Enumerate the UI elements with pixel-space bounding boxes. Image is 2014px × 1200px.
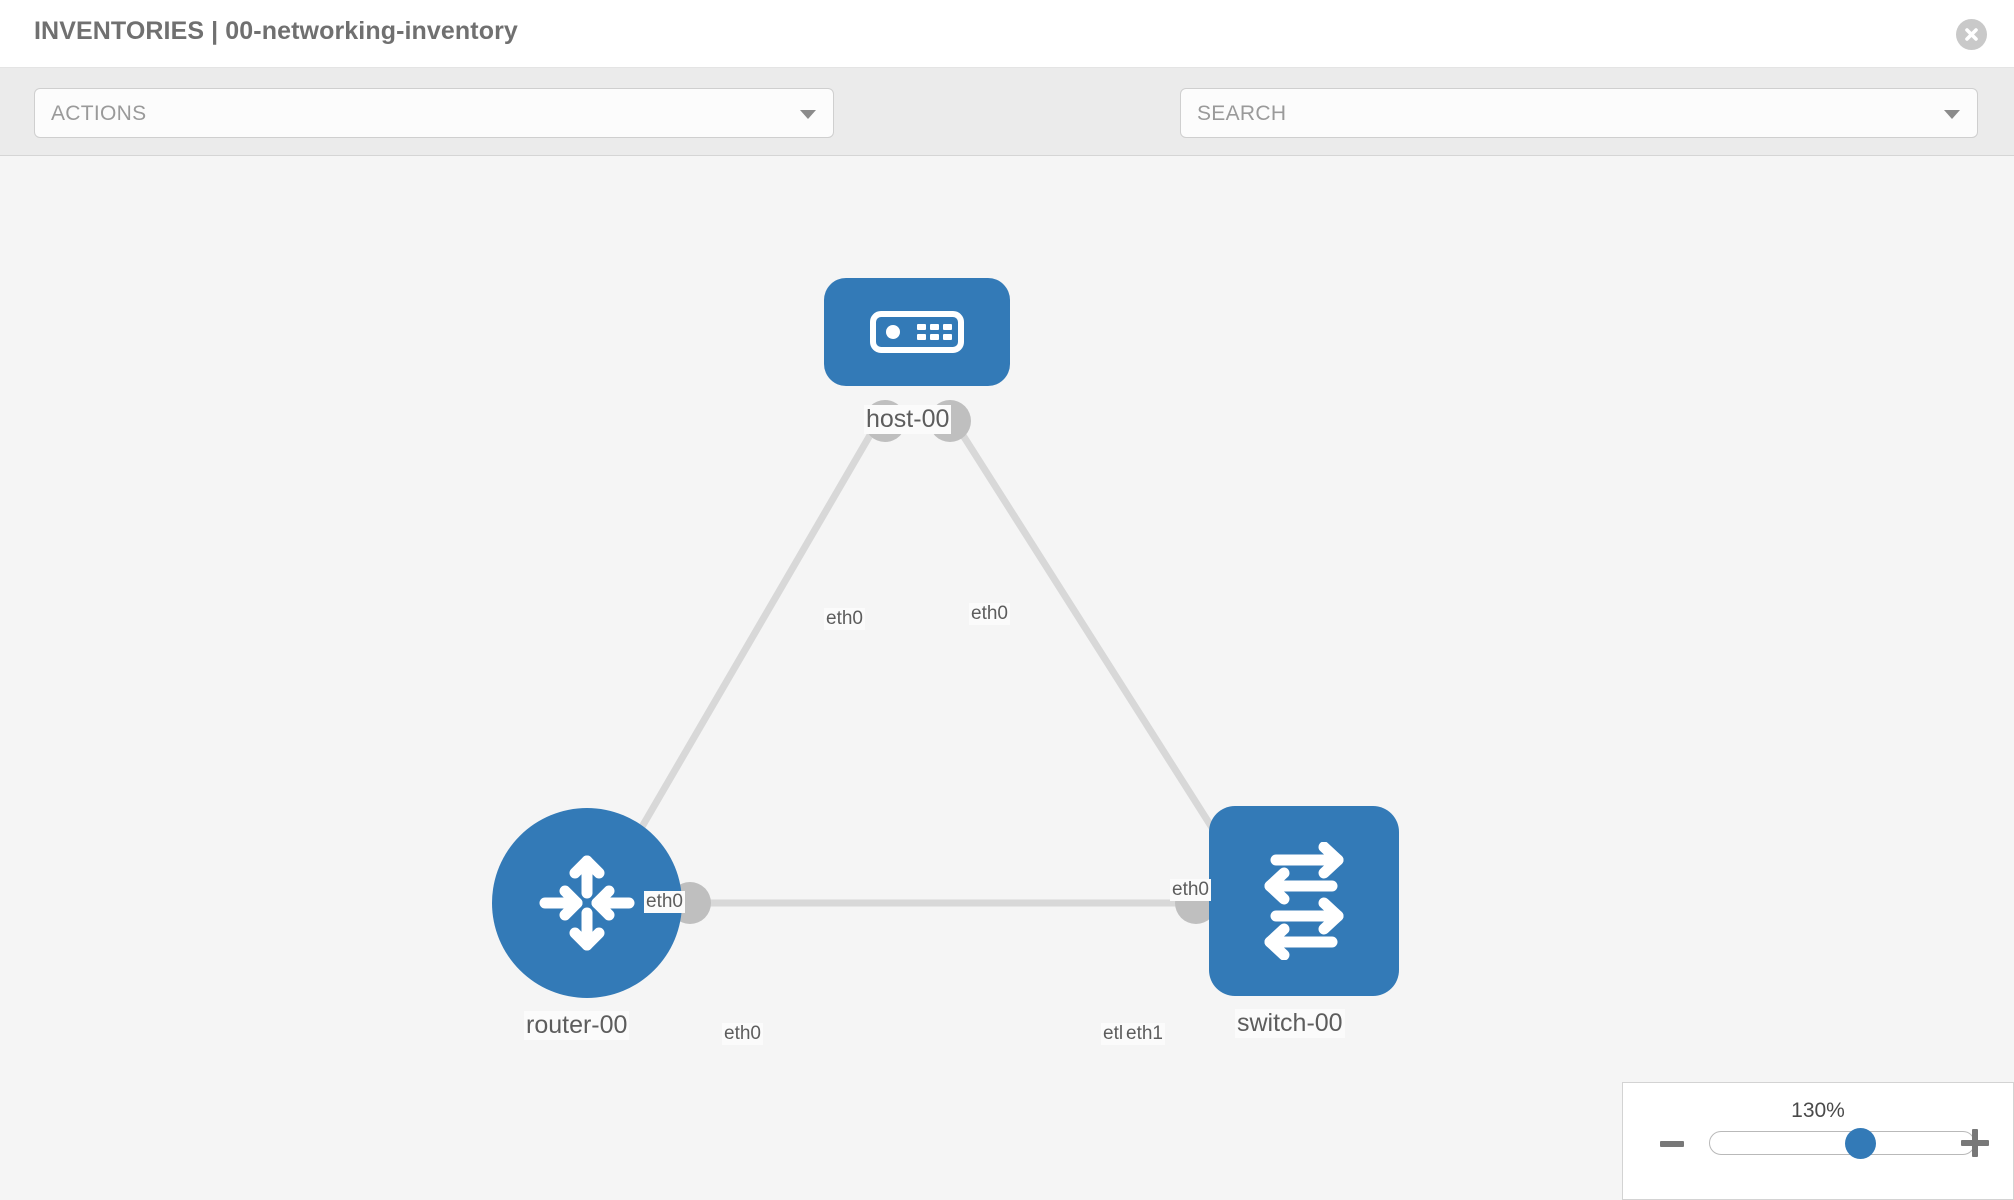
zoom-control-panel: 130% xyxy=(1622,1082,2014,1200)
node-host-00-label: host-00 xyxy=(864,405,952,434)
port-label-host00-eth0-right: eth0 xyxy=(969,603,1010,625)
zoom-slider-thumb[interactable] xyxy=(1845,1128,1876,1159)
search-placeholder: SEARCH xyxy=(1197,102,1287,125)
node-switch-00-shape[interactable] xyxy=(1209,806,1399,996)
link-host00-router00 xyxy=(621,416,884,858)
actions-dropdown[interactable]: ACTIONS xyxy=(34,88,834,138)
chevron-down-icon xyxy=(800,110,816,119)
minus-icon[interactable] xyxy=(1660,1141,1684,1147)
plus-icon[interactable] xyxy=(1961,1129,1989,1157)
port-label-router00-eth0-up: eth0 xyxy=(644,891,685,913)
page-header: INVENTORIES | 00-networking-inventory xyxy=(0,0,2014,68)
port-label-host00-eth0-left: eth0 xyxy=(824,608,865,630)
port-label-switch00-eth0-up: eth0 xyxy=(1170,879,1211,901)
zoom-slider-track[interactable] xyxy=(1709,1131,1975,1155)
toolbar: ACTIONS SEARCH xyxy=(0,68,2014,192)
zoom-level-value: 130% xyxy=(1791,1099,1845,1122)
node-router-00-label: router-00 xyxy=(524,1011,630,1040)
node-router-00-shape[interactable] xyxy=(492,808,682,998)
search-input[interactable]: SEARCH xyxy=(1180,88,1978,138)
link-host00-switch00 xyxy=(949,416,1233,858)
port-label-router00-eth0: eth0 xyxy=(722,1023,763,1045)
router-arrows-icon xyxy=(539,855,635,951)
actions-dropdown-label: ACTIONS xyxy=(51,102,147,125)
port-label-switch00-eth0: etl xyxy=(1101,1023,1126,1045)
port-label-switch00-eth1: eth1 xyxy=(1124,1023,1165,1045)
switch-arrows-icon xyxy=(1264,842,1344,960)
node-switch-00-label: switch-00 xyxy=(1235,1009,1345,1038)
node-host-00-shape[interactable] xyxy=(824,278,1010,386)
chevron-down-icon[interactable] xyxy=(1944,110,1960,119)
server-appliance-icon xyxy=(870,311,964,353)
close-icon[interactable] xyxy=(1956,19,1987,50)
page-title: INVENTORIES | 00-networking-inventory xyxy=(34,17,518,45)
topology-canvas[interactable]: host-00 router-00 xyxy=(0,156,2014,1200)
